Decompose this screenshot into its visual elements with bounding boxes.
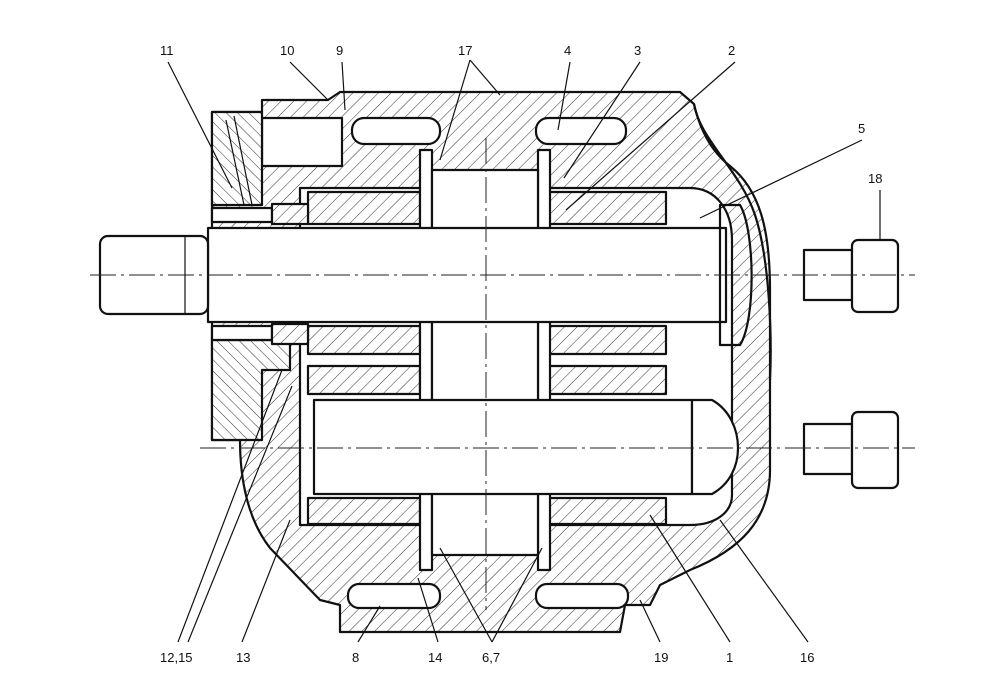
callout-16: 16 <box>800 650 814 665</box>
callout-labels: 11 10 9 17 4 3 2 5 18 12,15 13 8 14 6,7 … <box>160 43 882 665</box>
driven-shaft <box>312 398 740 496</box>
callout-5: 5 <box>858 121 865 136</box>
callout-4: 4 <box>564 43 571 58</box>
leader-lines <box>167 59 881 643</box>
dowel-pins <box>346 116 630 610</box>
callout-2: 2 <box>728 43 735 58</box>
callout-10: 10 <box>280 43 294 58</box>
callout-11: 11 <box>160 43 174 58</box>
callout-9: 9 <box>336 43 343 58</box>
callout-19: 19 <box>654 650 668 665</box>
rear-cover <box>692 103 772 381</box>
callout-14: 14 <box>428 650 442 665</box>
callout-1: 1 <box>726 650 733 665</box>
port-fittings <box>802 238 900 490</box>
callout-17: 17 <box>458 43 472 58</box>
callout-3: 3 <box>634 43 641 58</box>
callout-13: 13 <box>236 650 250 665</box>
callout-12-15: 12,15 <box>160 650 193 665</box>
callout-6-7: 6,7 <box>482 650 500 665</box>
shaft-seal <box>210 202 310 346</box>
callout-8: 8 <box>352 650 359 665</box>
front-cover <box>210 110 344 442</box>
center-lines <box>90 138 915 610</box>
gear-plates <box>418 148 552 572</box>
callout-18: 18 <box>868 171 882 186</box>
